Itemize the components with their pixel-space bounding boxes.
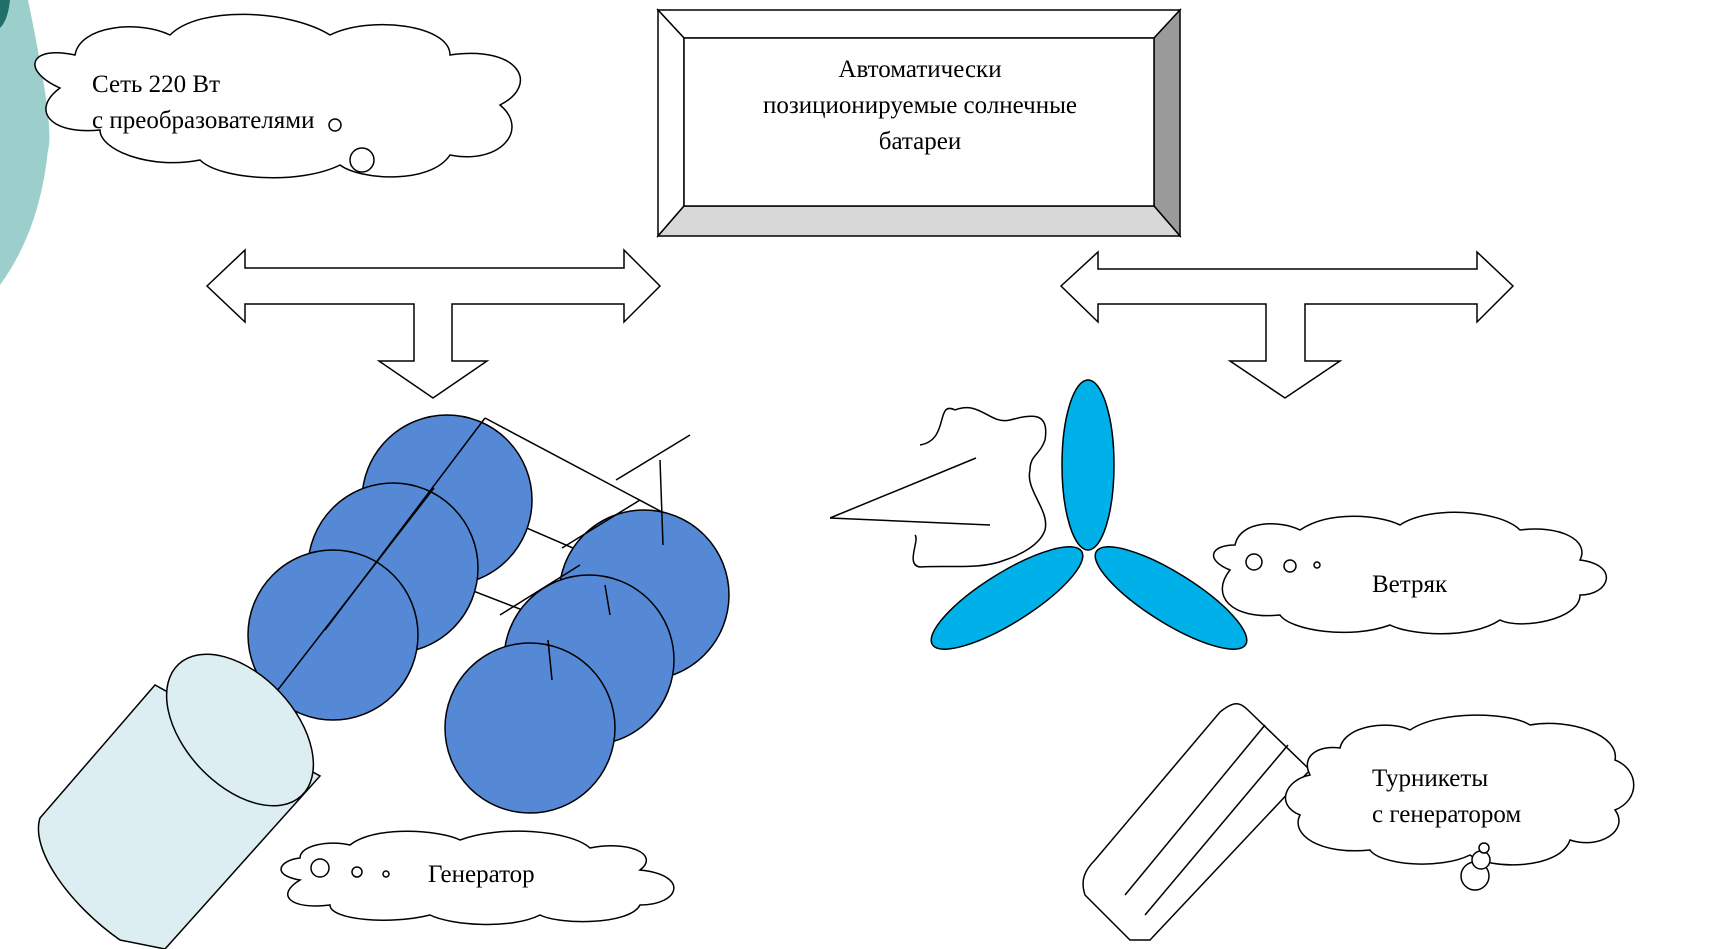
title-line-2: позиционируемые солнечные bbox=[763, 92, 1077, 119]
cloud-generator-label: Генератор bbox=[428, 861, 535, 888]
title-line-1: Автоматически bbox=[838, 56, 1002, 83]
wind-turbine-icon bbox=[829, 379, 1248, 650]
cloud-turnstile-label: Турникеты с генератором bbox=[1372, 761, 1521, 833]
double-arrow-icon bbox=[1059, 250, 1515, 399]
slide-decoration bbox=[0, 0, 50, 285]
cloud-grid-label: Сеть 220 Вт с преобразователями bbox=[92, 67, 315, 139]
title-box-text: Автоматически позиционируемые солнечные … bbox=[690, 52, 1150, 160]
title-box bbox=[656, 8, 1182, 239]
solar-panel-icon bbox=[247, 414, 730, 814]
grid-line-2: с преобразователями bbox=[92, 107, 315, 134]
generator-cylinder-icon bbox=[37, 653, 322, 949]
cloud-wind bbox=[1212, 511, 1608, 635]
grid-line-1: Сеть 220 Вт bbox=[92, 71, 221, 98]
turnstile-icon bbox=[1082, 703, 1312, 941]
cloud-grid bbox=[34, 13, 521, 179]
title-line-3: батареи bbox=[878, 128, 962, 155]
turnstile-line-1: Турникеты bbox=[1372, 765, 1489, 792]
cloud-generator bbox=[280, 830, 675, 926]
double-arrow-icon bbox=[205, 248, 662, 399]
turnstile-line-2: с генератором bbox=[1372, 801, 1522, 828]
cloud-wind-label: Ветряк bbox=[1372, 571, 1448, 598]
cloud-turnstile bbox=[1284, 714, 1635, 891]
